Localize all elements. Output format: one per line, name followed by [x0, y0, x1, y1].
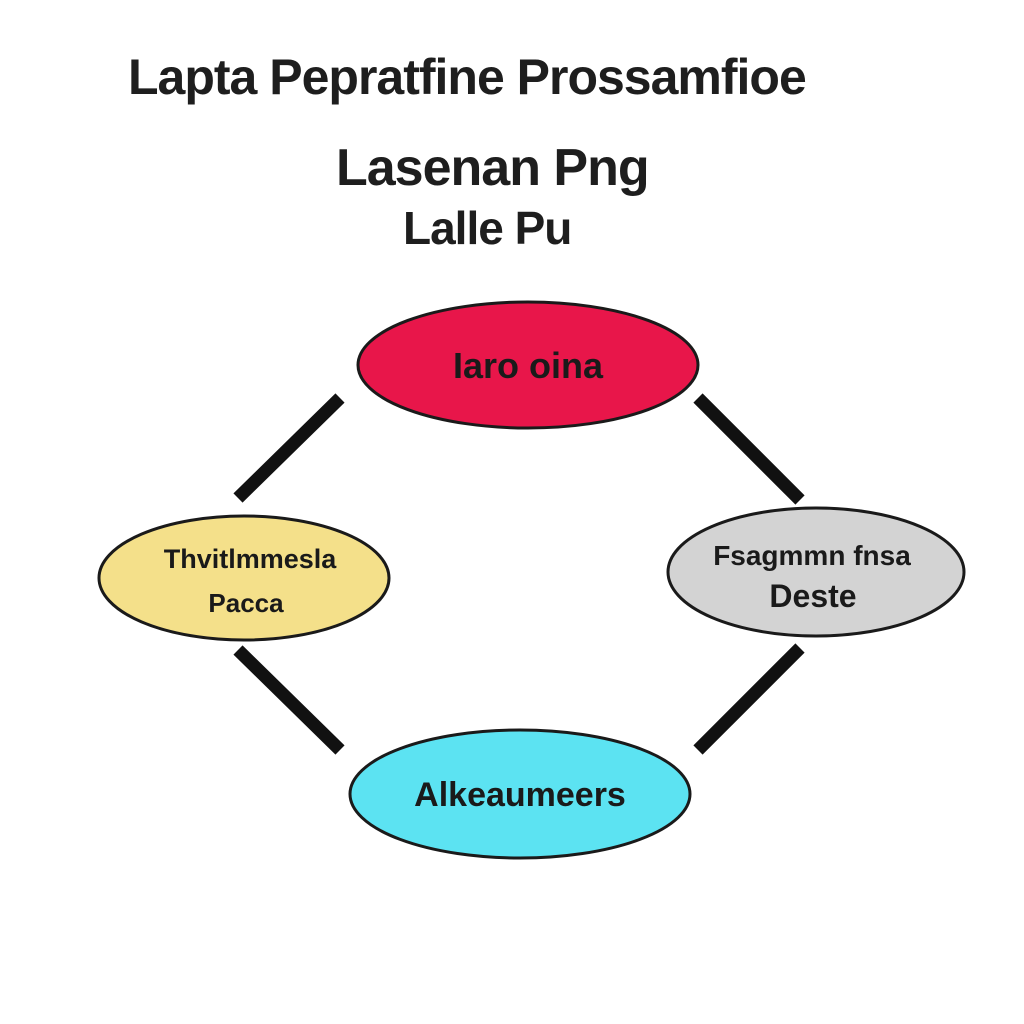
connector-top-left [233, 393, 345, 503]
node-bottom: Alkeaumeers [348, 728, 692, 860]
connector-left-bottom [233, 645, 345, 755]
node-right-label-line-2: Deste [769, 578, 856, 614]
node-bottom-shape [348, 728, 692, 860]
node-bottom-label: Alkeaumeers [414, 776, 626, 814]
connector-right-bottom [693, 643, 805, 755]
connector-top-right [693, 393, 805, 505]
node-left-shape [97, 514, 391, 642]
node-right-label-line-1: Fsagmmn fnsa [713, 540, 911, 571]
node-top-label: Iaro oina [453, 345, 604, 386]
node-right: Fsagmmn fnsa Deste [666, 506, 966, 638]
node-left-label-line-2: Pacca [208, 588, 284, 618]
node-top-shape [356, 300, 700, 430]
title-line-1: Lapta Pepratfine Prossamfioe [128, 49, 807, 105]
node-left: Thvitlmmesla Pacca [97, 514, 391, 642]
node-top: Iaro oina [356, 300, 700, 430]
title-line-2: Lasenan Png [336, 139, 650, 197]
node-right-shape [666, 506, 966, 638]
title-line-3: Lalle Pu [403, 202, 572, 254]
node-left-label-line-1: Thvitlmmesla [164, 544, 338, 574]
